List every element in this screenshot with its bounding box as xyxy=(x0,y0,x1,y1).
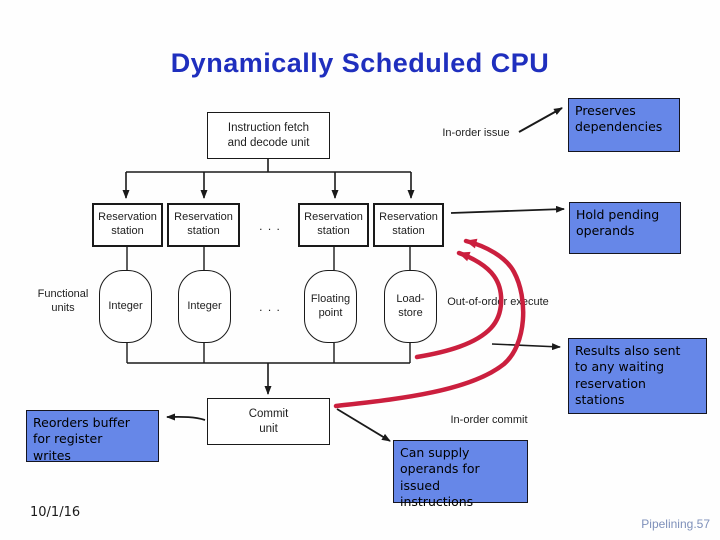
slide-page-number: Pipelining.57 xyxy=(641,517,710,531)
result-bus-lines xyxy=(126,343,411,395)
reservation-station-box-3: Reservation station xyxy=(298,203,369,247)
commit-unit-box: Commit unit xyxy=(207,398,330,445)
arrow-to-preserves-callout xyxy=(518,107,563,133)
arrow-commit-to-can-supply-callout xyxy=(336,408,391,442)
issue-fanout-lines xyxy=(122,159,415,199)
callout-reorders-buffer: Reorders buffer for register writes xyxy=(26,410,159,463)
callout-hold-pending-operands: Hold pending operands xyxy=(569,202,681,254)
callout-can-supply-operands: Can supply operands for issued instructi… xyxy=(393,440,528,509)
out-of-order-execute-label: Out-of-order execute xyxy=(447,296,549,308)
arrow-rs-to-hold-callout xyxy=(450,205,565,214)
reservation-station-box-4: Reservation station xyxy=(373,203,444,247)
load-store-unit-box: Load- store xyxy=(384,270,437,343)
integer-unit-box-1: Integer xyxy=(99,270,152,343)
instruction-fetch-unit-box: Instruction fetch and decode unit xyxy=(207,112,330,159)
reservation-station-box-2: Reservation station xyxy=(167,203,240,247)
functional-units-label: Functional units xyxy=(37,288,89,314)
slide-title: Dynamically Scheduled CPU xyxy=(170,48,550,78)
slide-date: 10/1/16 xyxy=(30,505,81,520)
callout-preserves-dependencies: Preserves dependencies xyxy=(568,98,680,152)
integer-unit-box-2: Integer xyxy=(178,270,231,343)
floating-point-unit-box: Floating point xyxy=(304,270,357,343)
functional-units-ellipsis: . . . xyxy=(259,300,281,314)
reservation-ellipsis: . . . xyxy=(259,219,281,233)
rs-to-fu-lines xyxy=(126,247,411,270)
in-order-issue-label: In-order issue xyxy=(442,127,510,139)
reservation-station-box-1: Reservation station xyxy=(92,203,163,247)
arrow-to-results-callout xyxy=(491,343,561,351)
in-order-commit-label: In-order commit xyxy=(450,414,528,426)
arrow-commit-to-reorders-callout xyxy=(166,413,206,421)
callout-results-also-sent: Results also sent to any waiting reserva… xyxy=(568,338,707,414)
